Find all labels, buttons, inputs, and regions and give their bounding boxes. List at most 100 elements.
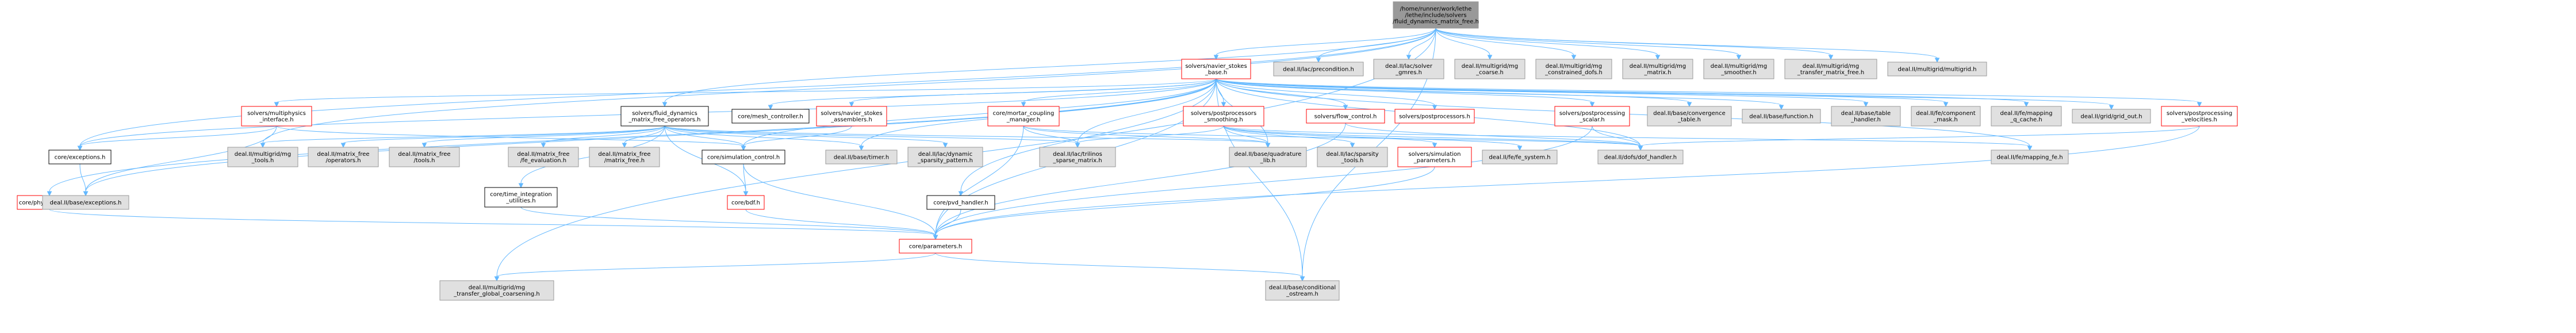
edge-root-to-mg_smoother: [1435, 28, 1742, 60]
node-function: deal.II/base/function.h: [1742, 109, 1821, 124]
node-label: deal.II/multigrid/mg: [1630, 63, 1686, 70]
edge-ns_base-to-mesh_controller: [768, 78, 1217, 110]
node-convergence: deal.II/base/convergence_table.h: [1647, 106, 1732, 127]
edge-ns_base-to-ns_assemblers: [849, 78, 1217, 108]
node-quadrature_lib: deal.II/base/quadrature_lib.h: [1229, 147, 1307, 167]
node-mapping_fe: deal.II/fe/mapping_fe.h: [1991, 150, 2069, 164]
node-label: /operators.h: [325, 158, 361, 164]
node-mg_smoother: deal.II/multigrid/mg_smoother.h: [1703, 59, 1774, 79]
node-ns_assemblers[interactable]: solvers/navier_stokes_assemblers.h: [816, 106, 887, 127]
node-pp_smoothing[interactable]: solvers/postprocessors_smoothing.h: [1183, 106, 1264, 127]
node-mesh_controller[interactable]: core/mesh_controller.h: [731, 109, 810, 124]
node-label: deal.II/grid/grid_out.h: [2080, 114, 2142, 120]
node-label: _handler.h: [1850, 117, 1881, 123]
node-table_handler: deal.II/base/table_handler.h: [1831, 106, 1901, 127]
node-pvd_handler[interactable]: core/pvd_handler.h: [926, 195, 995, 210]
node-sim_control[interactable]: core/simulation_control.h: [702, 150, 785, 164]
node-label: core/time_integration: [490, 192, 552, 198]
node-fd_mf_ops[interactable]: solvers/fluid_dynamics_matrix_free_opera…: [620, 106, 709, 127]
edge-parameters-to-conditional_ostream: [935, 252, 1305, 282]
node-label: deal.II/base/quadrature: [1235, 151, 1302, 158]
node-pp_velocities[interactable]: solvers/postprocessing_velocities.h: [2161, 106, 2238, 127]
node-label: _tools.h: [1341, 158, 1364, 164]
node-label: /tools.h: [413, 158, 435, 164]
node-parameters[interactable]: core/parameters.h: [899, 239, 972, 254]
node-mapping_q_cache: deal.II/fe/mapping_q_cache.h: [1991, 106, 2062, 127]
edge-root-to-mg_matrix: [1435, 28, 1661, 60]
node-time_integration[interactable]: core/time_integration_utilities.h: [484, 187, 558, 208]
node-label: deal.II/multigrid/mg: [469, 285, 525, 291]
node-label: _manager.h: [1006, 117, 1041, 123]
node-label: _q_cache.h: [2010, 117, 2042, 123]
edge-multiphysics-to-exceptions_core: [77, 125, 277, 151]
node-multiphysics[interactable]: solvers/multiphysics_interface.h: [241, 106, 312, 127]
edge-root-to-mg_constrained: [1435, 28, 1577, 60]
node-label: _transfer_matrix_free.h: [1797, 70, 1864, 76]
node-dof_handler: deal.II/dofs/dof_handler.h: [1597, 150, 1684, 164]
node-matrix_free: deal.II/matrix_free/matrix_free.h: [589, 147, 660, 167]
node-label: core/parameters.h: [909, 244, 963, 250]
node-sim_parameters[interactable]: solvers/simulation_parameters.h: [1397, 147, 1472, 167]
node-component_mask: deal.II/fe/component_mask.h: [1911, 106, 1981, 127]
node-label: deal.II/fe/component: [1916, 110, 1976, 117]
edge-pp_smoothing-to-quadrature_lib: [1223, 125, 1271, 148]
edge-ns_base-to-grid_out: [1216, 78, 2114, 110]
node-exceptions_core[interactable]: core/exceptions.h: [48, 150, 112, 164]
edge-fd_mf_ops-to-dyn_sparsity: [664, 125, 948, 148]
node-label: solvers/navier_stokes: [821, 110, 882, 117]
nodes-layer: /home/runner/work/lethe/lethe/include/so…: [17, 1, 2238, 301]
edge-pp_scalar-to-parameters: [933, 125, 1593, 240]
node-label: _smoother.h: [1720, 70, 1756, 76]
node-label: _utilities.h: [505, 198, 535, 204]
node-label: _constrained_dofs.h: [1544, 70, 1603, 76]
node-label: deal.II/base/convergence: [1653, 110, 1726, 117]
node-flow_control[interactable]: solvers/flow_control.h: [1306, 109, 1385, 124]
node-ns_base[interactable]: solvers/navier_stokes_base.h: [1181, 59, 1251, 79]
node-mg_coarse: deal.II/multigrid/mg_coarse.h: [1454, 59, 1525, 79]
node-label: _smoothing.h: [1203, 117, 1243, 123]
node-transfer_coarsening: deal.II/multigrid/mg_transfer_global_coa…: [439, 280, 554, 301]
node-grid_out: deal.II/grid/grid_out.h: [2072, 109, 2151, 124]
edge-pp_smoothing-to-sparsity_tools: [1223, 125, 1355, 148]
edge-root-to-mg_coarse: [1435, 28, 1493, 60]
node-mortar[interactable]: core/mortar_coupling_manager.h: [987, 106, 1060, 127]
node-pp_scalar[interactable]: solvers/postprocessing_scalar.h: [1554, 106, 1630, 127]
edge-root-to-multigrid: [1435, 28, 1940, 63]
node-label: deal.II/fe/mapping_fe.h: [1996, 155, 2063, 161]
node-label: deal.II/multigrid/mg: [235, 151, 291, 158]
edge-pp_smoothing-to-mapping_fe: [1223, 125, 2033, 151]
edge-ns_base-to-sim_control: [741, 78, 1217, 151]
node-postprocessors[interactable]: solvers/postprocessors.h: [1394, 109, 1475, 124]
edge-flow_control-to-parameters: [933, 123, 1346, 240]
edge-root-to-fd_mf_ops: [662, 28, 1436, 108]
node-mf_operators: deal.II/matrix_free/operators.h: [308, 147, 379, 167]
node-label: _sparsity_pattern.h: [917, 158, 973, 164]
edge-ns_base-to-table_handler: [1216, 78, 1869, 108]
node-label: _mask.h: [1933, 117, 1957, 123]
node-label: deal.II/fe/fe_system.h: [1489, 155, 1550, 161]
node-label: _sparse_matrix.h: [1052, 158, 1102, 164]
node-bdf[interactable]: core/bdf.h: [727, 195, 765, 210]
node-label: core/exceptions.h: [55, 155, 106, 161]
node-label: core/mortar_coupling: [993, 110, 1055, 117]
node-label: _table.h: [1677, 117, 1701, 123]
node-label: solvers/flow_control.h: [1314, 114, 1377, 120]
edge-fd_mf_ops-to-fe_evaluation: [540, 125, 665, 148]
node-mf_tools: deal.II/matrix_free/tools.h: [389, 147, 460, 167]
node-label: core/bdf.h: [731, 200, 760, 206]
node-label: core/pvd_handler.h: [933, 200, 988, 206]
edge-sim_parameters-to-parameters: [933, 166, 1435, 240]
edge-root-to-ns_base: [1213, 28, 1436, 60]
node-multigrid: deal.II/multigrid/multigrid.h: [1887, 62, 1987, 76]
edge-pp_smoothing-to-fe_system: [1223, 125, 1523, 151]
node-label: deal.II/multigrid/mg: [1803, 63, 1859, 70]
edge-root-to-solver_gmres: [1406, 28, 1436, 60]
node-label: deal.II/base/table: [1841, 110, 1891, 117]
node-mg_transfer_mf: deal.II/multigrid/mg_transfer_matrix_fre…: [1784, 59, 1877, 79]
node-fe_system: deal.II/fe/fe_system.h: [1482, 150, 1558, 164]
node-root[interactable]: /home/runner/work/lethe/lethe/include/so…: [1393, 1, 1479, 29]
node-label: _transfer_global_coarsening.h: [453, 291, 540, 297]
node-trilinos_sparse: deal.II/lac/trilinos_sparse_matrix.h: [1039, 147, 1116, 167]
edge-pp_scalar-to-dof_handler: [1592, 125, 1643, 151]
edge-ns_base-to-function: [1216, 78, 1784, 110]
